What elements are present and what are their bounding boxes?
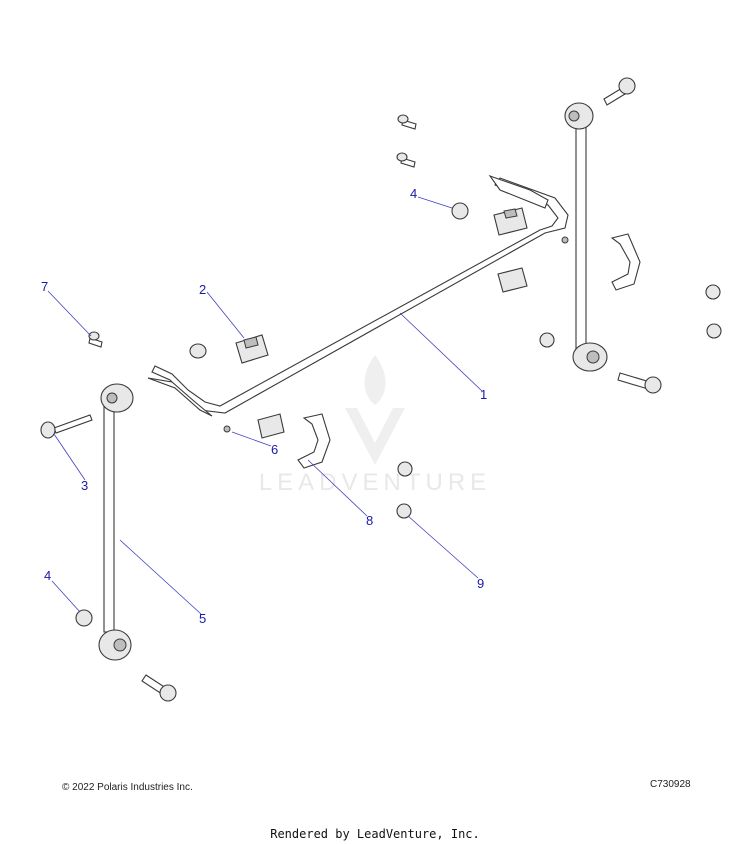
- bushing-left-lower[interactable]: [257, 413, 285, 439]
- bolt-7[interactable]: [88, 331, 103, 348]
- bolt-left-upper[interactable]: [40, 414, 93, 439]
- callout-8[interactable]: 8: [366, 513, 373, 528]
- nut-4-top[interactable]: [451, 202, 469, 220]
- nut-9-upper[interactable]: [397, 461, 413, 477]
- callout-7[interactable]: 7: [41, 279, 48, 294]
- clamp-left[interactable]: [297, 413, 331, 469]
- fitting-right[interactable]: [561, 236, 569, 244]
- watermark-text: LEADVENTURE: [259, 469, 491, 496]
- end-link-right[interactable]: [564, 102, 608, 372]
- nut-right-1[interactable]: [539, 332, 555, 348]
- nut-right-2[interactable]: [705, 284, 721, 300]
- bushing-right-lower[interactable]: [497, 267, 528, 293]
- bushing-right-top[interactable]: [493, 207, 528, 236]
- callout-9[interactable]: 9: [477, 576, 484, 591]
- nut-4-bottom[interactable]: [75, 609, 93, 627]
- screw-top-2[interactable]: [396, 152, 416, 168]
- copyright-notice: © 2022 Polaris Industries Inc.: [62, 782, 193, 793]
- bolt-right-lower[interactable]: [617, 372, 662, 394]
- nut-right-3[interactable]: [706, 323, 722, 339]
- figure-id: C730928: [650, 779, 691, 790]
- callout-2[interactable]: 2: [199, 282, 206, 297]
- nut-left-bar[interactable]: [189, 343, 207, 359]
- watermark-flame-icon: [364, 355, 386, 405]
- bolt-left-lower[interactable]: [141, 674, 177, 702]
- clamp-right[interactable]: [610, 233, 641, 291]
- callout-6[interactable]: 6: [271, 442, 278, 457]
- callout-4-top[interactable]: 4: [410, 186, 417, 201]
- bolt-right-upper[interactable]: [603, 77, 636, 106]
- leader-lines: [47, 196, 483, 615]
- callout-4-bottom[interactable]: 4: [44, 568, 51, 583]
- end-link-left[interactable]: [98, 383, 134, 661]
- callouts: 1 2 3 4 4 5 6 7 8 9: [41, 186, 487, 626]
- callout-5[interactable]: 5: [199, 611, 206, 626]
- stabilizer-bar[interactable]: [147, 174, 569, 417]
- rendered-by-credit: Rendered by LeadVenture, Inc.: [270, 827, 480, 841]
- fitting-6[interactable]: [223, 425, 231, 433]
- screw-top-1[interactable]: [397, 114, 417, 130]
- watermark: LEADVENTURE: [259, 355, 491, 496]
- callout-3[interactable]: 3: [81, 478, 88, 493]
- bushing-left[interactable]: [235, 334, 269, 364]
- watermark-chevron-icon: [345, 408, 405, 465]
- callout-1[interactable]: 1: [480, 387, 487, 402]
- nut-9[interactable]: [396, 503, 412, 519]
